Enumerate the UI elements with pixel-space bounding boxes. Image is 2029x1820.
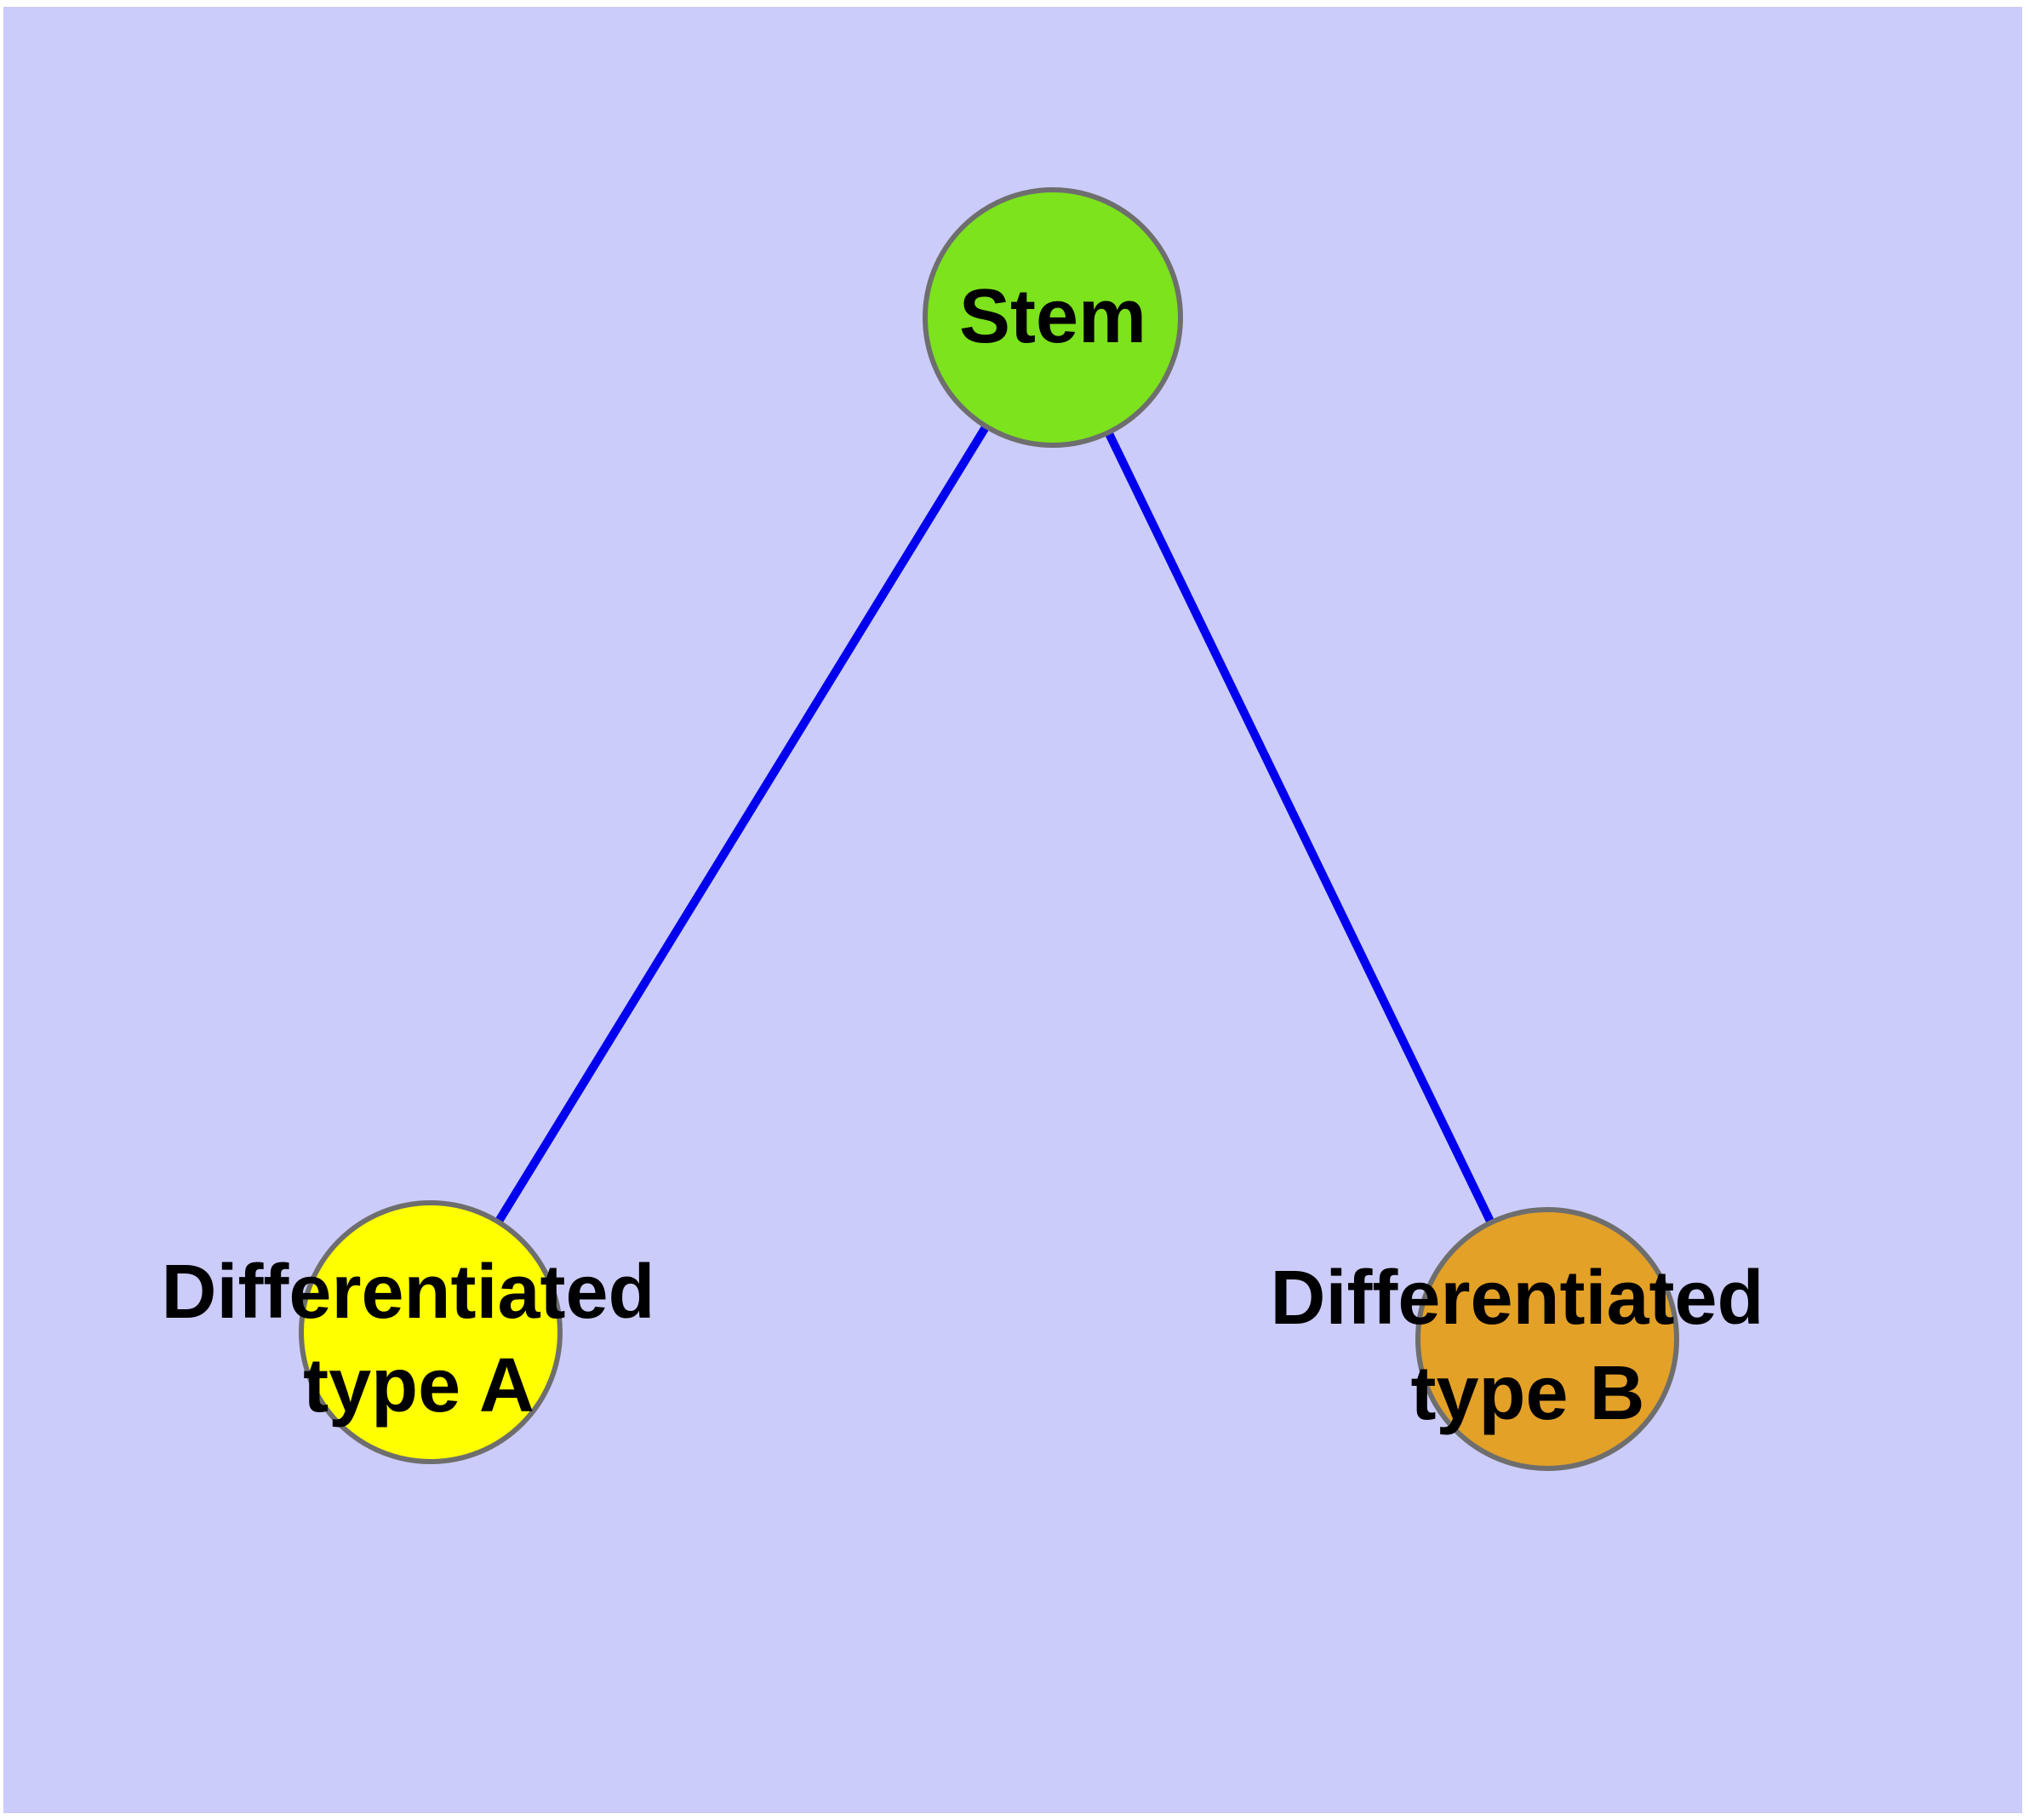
node-differentiated-type-a-label: Differentiated type A (161, 1250, 676, 1428)
node-differentiated-type-a-label-line1: Differentiated (161, 1250, 654, 1335)
node-differentiated-type-b-label-line2: type B (1410, 1351, 1644, 1436)
node-differentiated-type-b-circle (1415, 1207, 1679, 1471)
node-stem-label: Stem (959, 274, 1146, 359)
node-differentiated-type-a-label-line2: type A (303, 1343, 534, 1428)
edge-stem-to-differentiated-type-b (1049, 315, 1552, 1342)
node-differentiated-type-a-circle (299, 1200, 563, 1464)
edge-layer (426, 315, 1552, 1342)
edge-stem-to-differentiated-type-a (426, 315, 1057, 1335)
node-differentiated-type-b-label-line1: Differentiated (1270, 1256, 1763, 1341)
label-layer: Stem Differentiated type A Differentiate… (161, 274, 1785, 1436)
node-layer (299, 187, 1679, 1471)
node-differentiated-type-b-label: Differentiated type B (1270, 1256, 1785, 1436)
node-stem-circle (923, 187, 1183, 448)
